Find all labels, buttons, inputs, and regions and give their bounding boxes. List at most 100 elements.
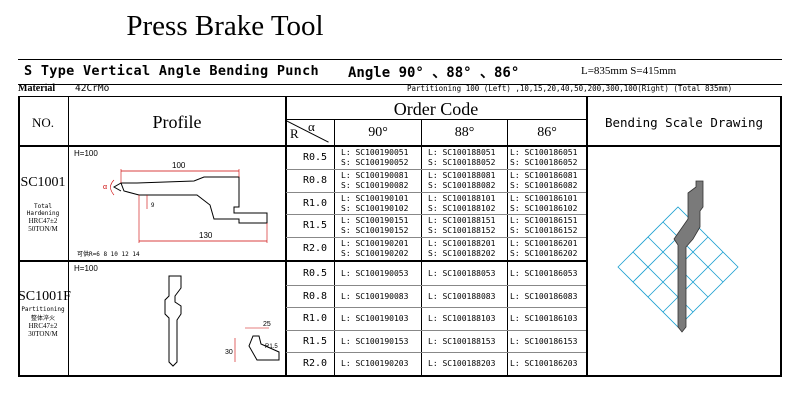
order-code-cell: S: SC100190152 — [341, 226, 409, 236]
header-bending: Bending Scale Drawing — [604, 115, 764, 130]
order-code-cell: S: SC100188152 — [428, 226, 496, 236]
order-code-cell: L: SC100190151 — [341, 216, 409, 226]
order-code-cell: L: SC100188201 — [428, 239, 496, 249]
order-code-cell: S: SC100186082 — [510, 180, 578, 190]
row-divider — [286, 214, 586, 216]
radius-label: R0.8 — [302, 174, 328, 186]
order-code-cell: S: SC100190202 — [341, 249, 409, 259]
order-code-cell: S: SC100190102 — [341, 203, 409, 213]
header-bottom-line — [18, 145, 782, 147]
order-code-cell: L: SC100188153 — [428, 336, 496, 346]
order-code-cell: L: SC100190053 — [341, 269, 409, 278]
order-code-cell: S: SC100186052 — [510, 158, 578, 167]
order-code-cell: S: SC100186102 — [510, 203, 578, 213]
table-border-left — [18, 97, 20, 377]
header-order-code: Order Code — [393, 99, 479, 119]
tool1-note3: 50TON/M — [28, 225, 58, 233]
header-88: 88° — [454, 125, 475, 140]
page-title: Press Brake Tool — [126, 10, 324, 42]
table-border-bottom — [18, 375, 782, 377]
col-divider-88 — [507, 119, 508, 377]
tool2-h-label: H=100 — [74, 264, 98, 273]
tool2-note3: HRC47±2 — [28, 322, 58, 330]
order-code-cell: L: SC100186053 — [510, 269, 578, 278]
order-code-cell: L: SC100186051 — [510, 148, 578, 157]
row-divider — [286, 307, 586, 308]
table-border-right — [780, 97, 782, 377]
header-profile: Profile — [152, 112, 202, 132]
radius-label: R2.0 — [302, 358, 328, 370]
order-code-cell: L: SC100190103 — [341, 314, 409, 324]
order-code-cell: L: SC100190083 — [341, 291, 409, 301]
radius-label: R0.8 — [302, 290, 328, 302]
order-code-cell: L: SC100188083 — [428, 291, 496, 301]
row-divider — [286, 352, 586, 354]
tool2-dim-r: R1.5 — [265, 344, 278, 350]
radius-label: R0.5 — [302, 268, 328, 279]
tool2-tip-outline — [248, 335, 280, 361]
tool2-note2: 整体淬火 — [30, 316, 55, 322]
header-no: NO. — [31, 115, 55, 130]
tool1-note2: HRC47±2 — [28, 217, 58, 225]
order-code-cell: L: SC100188103 — [428, 314, 496, 324]
tool-divider — [18, 260, 586, 262]
order-code-cell: L: SC100188053 — [428, 269, 496, 278]
subtitle: S Type Vertical Angle Bending Punch — [24, 63, 319, 79]
tool2-side-outline — [164, 275, 182, 367]
material-row: Material 42CrMo Partitioning 100 (Left) … — [18, 83, 782, 97]
tool2-note1: Partitioning — [21, 306, 65, 313]
radius-label: R1.5 — [302, 220, 328, 232]
row-divider — [286, 191, 586, 193]
tool1-note1: Total Hardening — [26, 203, 60, 217]
tool1-id-cell: SC1001 Total Hardening HRC47±2 50TON/M — [18, 175, 68, 233]
tool2-profile-drawing: H=100 25 30 R1.5 — [74, 264, 280, 367]
tool1-r-note: 可供R=6 8 10 12 14 — [77, 250, 140, 258]
order-code-cell: L: SC100188203 — [428, 359, 496, 369]
order-code-cell: L: SC100190101 — [341, 193, 409, 203]
order-code-cell: L: SC100190081 — [341, 170, 409, 180]
order-code-cell: L: SC100190201 — [341, 239, 409, 249]
header-alpha: α — [308, 119, 315, 134]
order-code-cell: L: SC100190153 — [341, 336, 409, 346]
order-code-cell: L: SC100186103 — [510, 314, 578, 324]
tool1-angle-label: α — [103, 184, 107, 191]
tool2-id-cell: SC1001F Partitioning 整体淬火 HRC47±2 30TON/… — [18, 289, 71, 338]
col-divider-profile — [285, 97, 287, 377]
order-code-cell: L: SC100188151 — [428, 216, 496, 226]
order-code-cell: S: SC100188052 — [428, 158, 496, 167]
row-divider — [286, 284, 586, 286]
radius-label: R1.5 — [302, 335, 328, 347]
radius-label: R2.0 — [302, 243, 328, 255]
order-code-cell: L: SC100186081 — [510, 170, 578, 180]
radius-label: R1.0 — [302, 313, 328, 325]
row-divider — [286, 237, 586, 238]
order-code-cell: L: SC100186151 — [510, 216, 578, 226]
order-code-cell: S: SC100188082 — [428, 180, 496, 190]
order-code-cell: L: SC100188081 — [428, 170, 496, 180]
order-code-cell: S: SC100188102 — [428, 203, 496, 213]
partitioning-note: Partitioning 100 (Left) ,10,15,20,40,50,… — [407, 84, 733, 93]
tool1-profile-drawing: H=100 100 130 9 α 可供R=6 8 10 12 14 — [74, 149, 268, 258]
tool2-dim30: 30 — [225, 349, 233, 356]
col-divider-90 — [421, 119, 422, 377]
order-code-cell: L: SC100188051 — [428, 148, 496, 157]
order-code-cell: S: SC100186202 — [510, 249, 578, 259]
order-code-cell: L: SC100186201 — [510, 239, 578, 249]
tool1-h-label: H=100 — [74, 149, 98, 158]
tool2-id: SC1001F — [18, 289, 71, 304]
radius-label: R0.5 — [302, 152, 328, 163]
tool1-dim130: 130 — [199, 231, 213, 240]
spec-table: NO. Profile Order Code R α 90° 88° 86° B… — [18, 97, 782, 377]
col-divider-86 — [586, 97, 588, 377]
header-r: R — [290, 126, 299, 141]
radius-label: R1.0 — [302, 197, 328, 209]
row-divider — [286, 168, 586, 170]
tool2-dim25: 25 — [263, 321, 271, 328]
tool1-dim9: 9 — [151, 203, 155, 209]
tool1-tip — [112, 182, 122, 192]
order-code-cell: L: SC100190051 — [341, 148, 409, 157]
order-code-cell: S: SC100190082 — [341, 180, 409, 190]
bending-scale-drawing — [617, 180, 739, 333]
material-label: Material — [18, 83, 56, 94]
order-code-cell: S: SC100190052 — [341, 158, 409, 167]
